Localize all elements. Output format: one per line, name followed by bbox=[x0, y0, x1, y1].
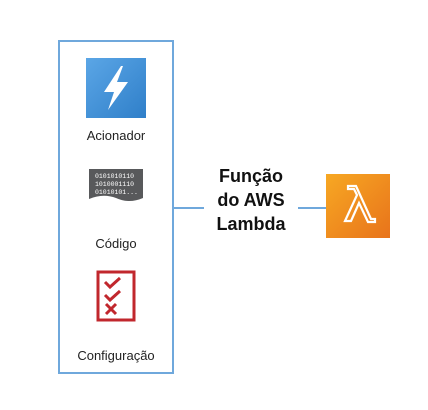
components-panel: Acionador 0101010110 1010001110 01010101… bbox=[58, 40, 174, 374]
code-line: 0101010110 bbox=[95, 173, 134, 180]
connector-right bbox=[298, 207, 326, 209]
lightning-icon bbox=[86, 58, 146, 123]
lambda-function-label: Função do AWS Lambda bbox=[206, 164, 296, 236]
connector-left bbox=[174, 207, 204, 209]
lambda-function-label-line: Função bbox=[218, 166, 283, 186]
binary-code-icon: 0101010110 1010001110 01010101... bbox=[87, 168, 145, 209]
lambda-function-label-line: Lambda bbox=[216, 214, 286, 234]
checklist-icon bbox=[96, 270, 136, 327]
code-line: 1010001110 bbox=[95, 181, 134, 188]
configuration-label: Configuração bbox=[77, 348, 155, 363]
lambda-function-label-line: do AWS bbox=[217, 190, 285, 210]
code-line: 01010101... bbox=[95, 189, 138, 196]
code-label: Código bbox=[95, 236, 137, 251]
lambda-icon bbox=[326, 174, 390, 238]
trigger-label: Acionador bbox=[86, 128, 146, 143]
